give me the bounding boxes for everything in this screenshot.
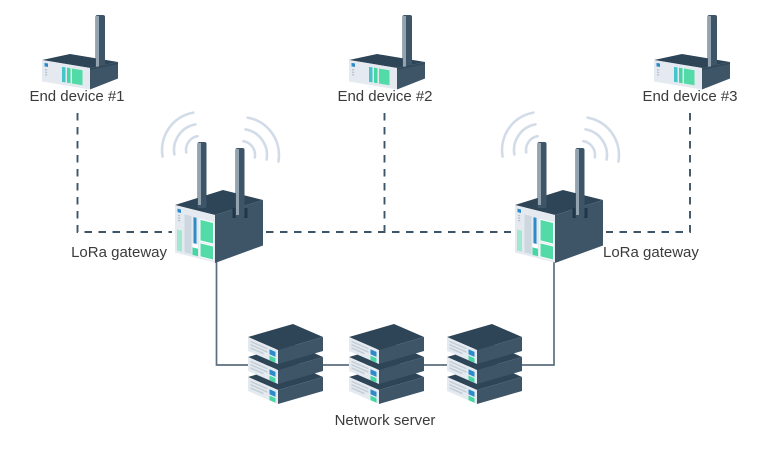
end-device-2-label: End device #2	[337, 88, 432, 105]
end-device-3-label: End device #3	[642, 88, 737, 105]
lora-gateway-1-icon	[162, 113, 279, 263]
lora-gateway-1-label: LoRa gateway	[71, 244, 167, 261]
server-stack-2-icon	[349, 324, 424, 404]
server-stack-1-icon	[248, 324, 323, 404]
lora-gateway-2-label: LoRa gateway	[603, 244, 699, 261]
end-device-1-icon	[42, 15, 118, 90]
end-device-3-icon	[654, 15, 730, 90]
end-device-1-label: End device #1	[29, 88, 124, 105]
network-server-label: Network server	[335, 412, 436, 429]
lora-gateway-2-icon	[502, 113, 619, 263]
server-stack-3-icon	[447, 324, 522, 404]
end-device-2-icon	[349, 15, 425, 90]
link-device1-gateway1	[76, 113, 172, 233]
link-device3-gateway2	[606, 113, 691, 233]
